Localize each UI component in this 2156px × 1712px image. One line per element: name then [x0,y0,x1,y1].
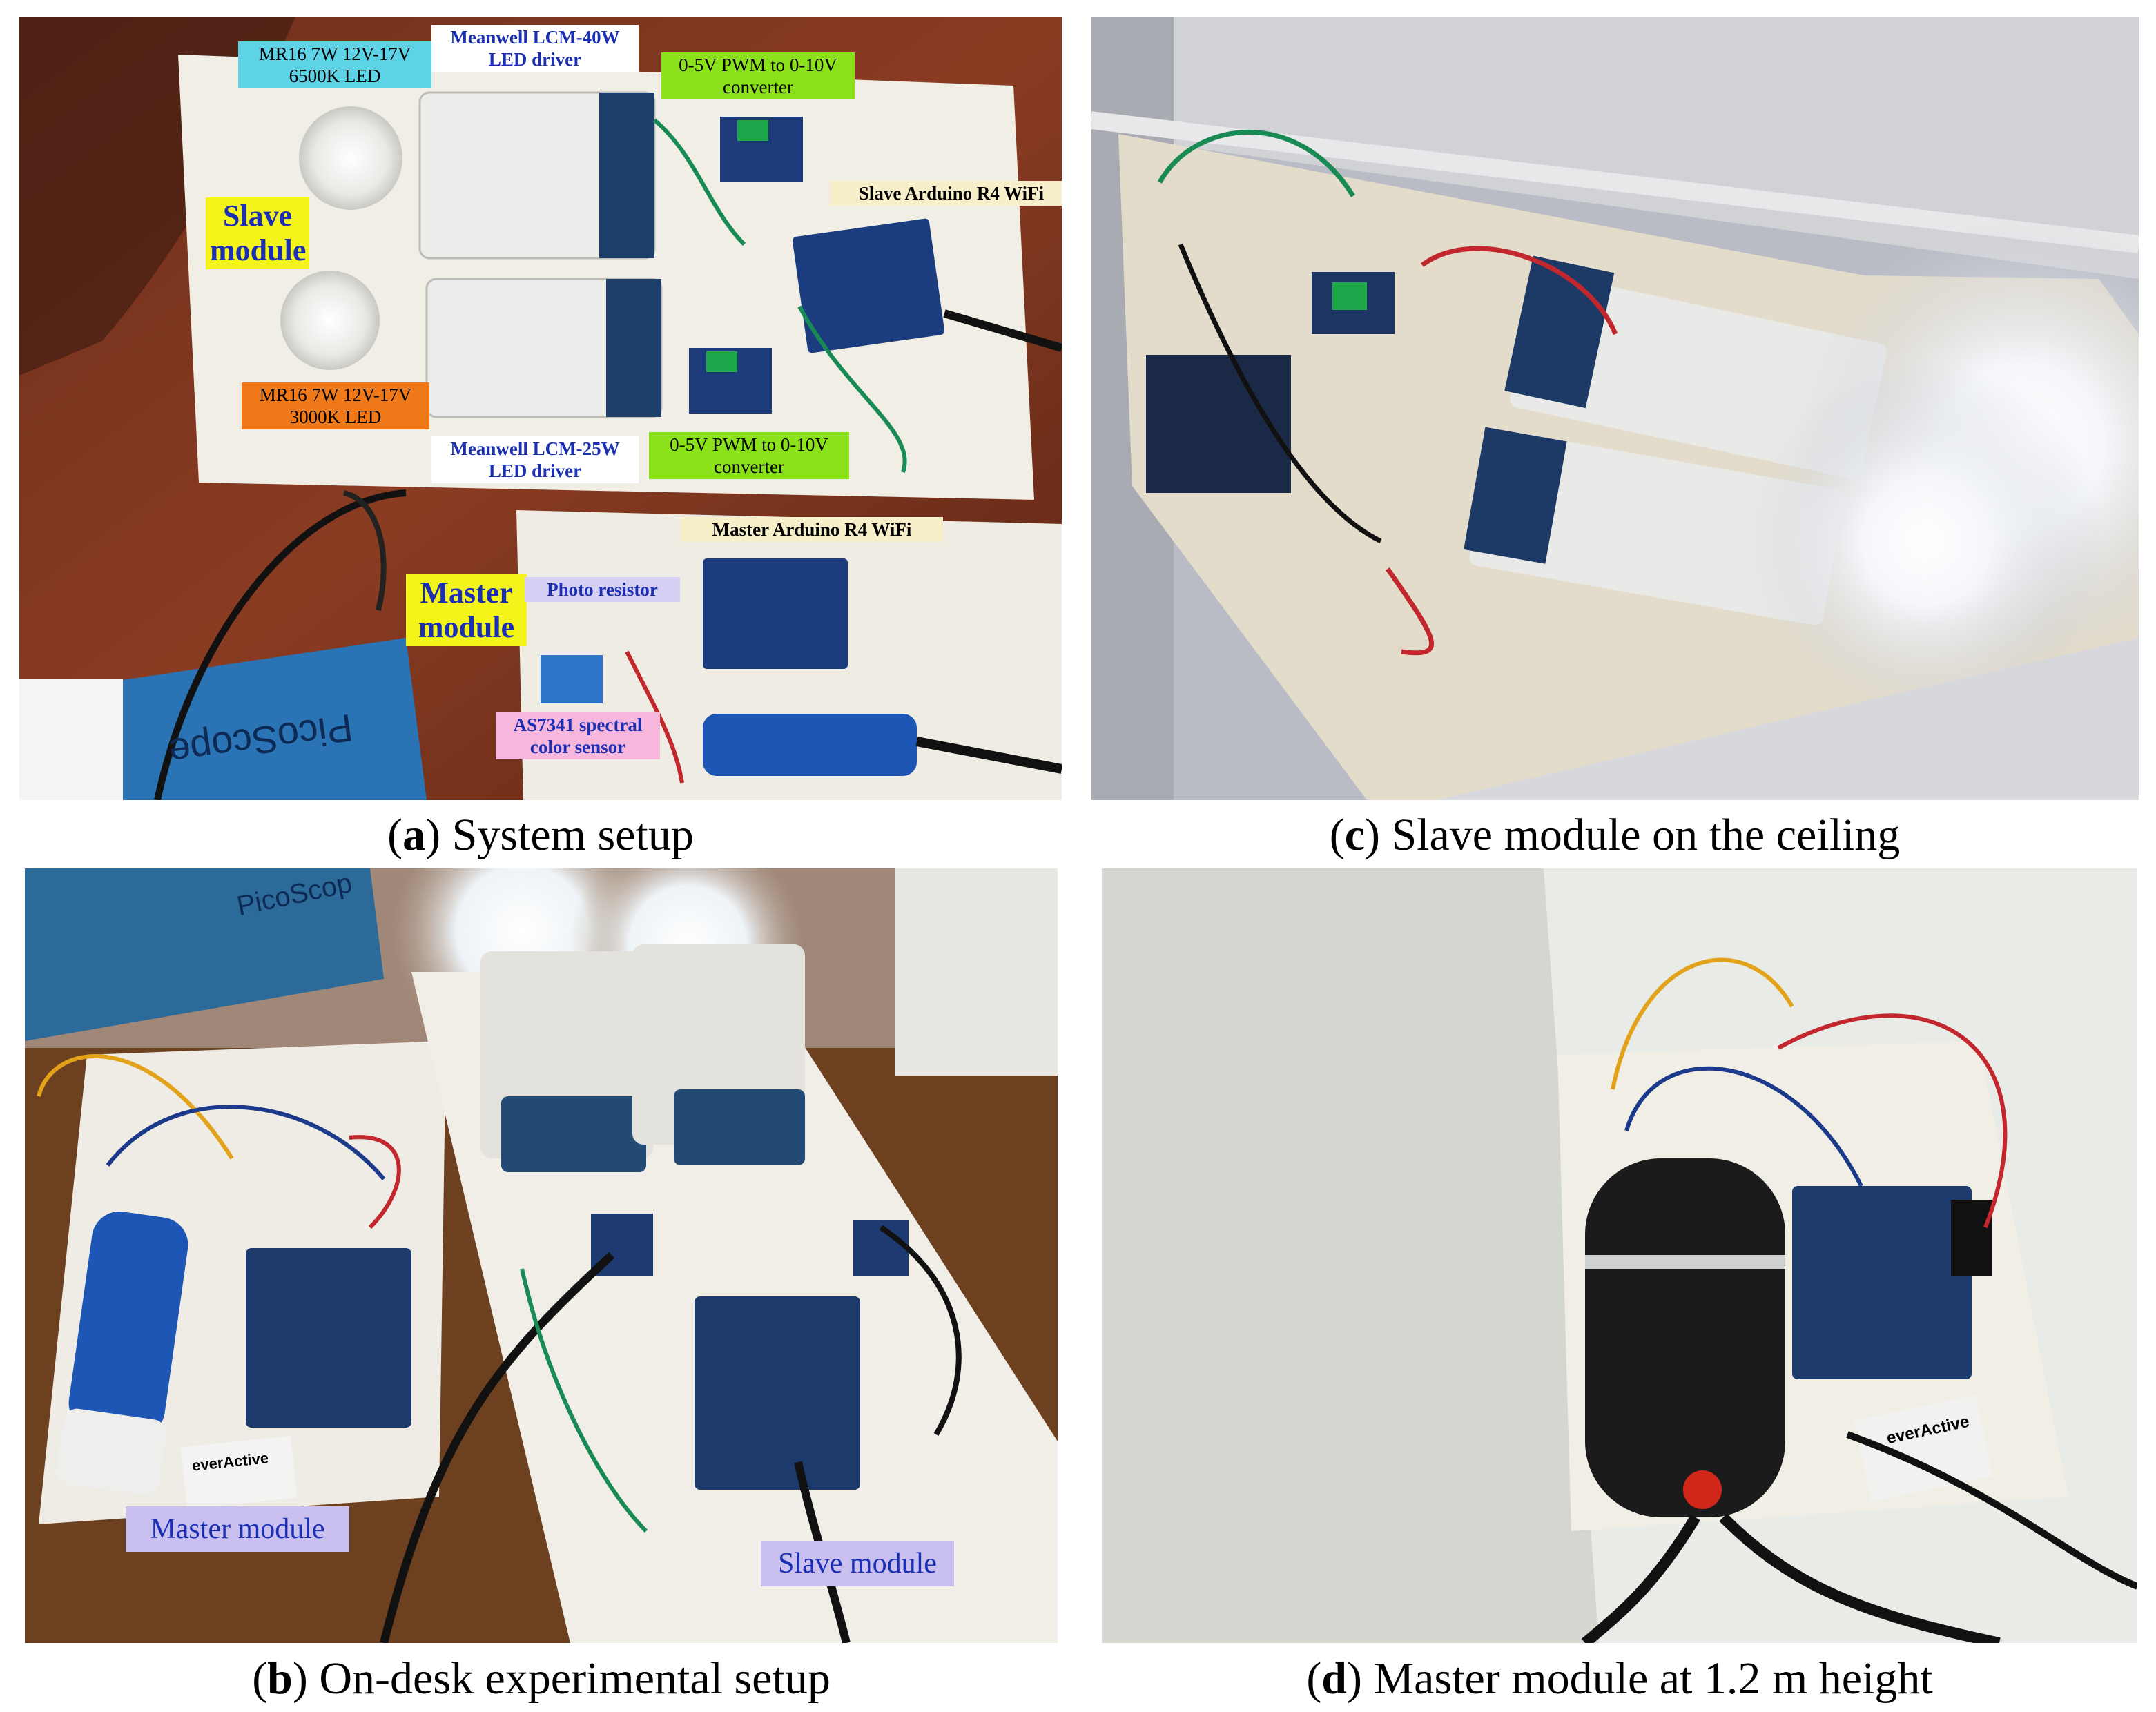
label-photo-resistor: Photo resistor [525,577,680,602]
panel-b-desk-setup: PicoScop everActive Master module Slave … [25,868,1058,1643]
system-setup-photo [19,17,1062,800]
panel-d-master-height: everActive [1102,868,2137,1643]
slave-ceiling-photo [1091,17,2139,800]
caption-c: (c) Slave module on the ceiling [1329,810,1901,860]
label-b-slave-module: Slave module [761,1541,954,1586]
label-b-master-module: Master module [126,1506,349,1552]
caption-a: (a) System setup [387,810,694,860]
label-master-arduino: Master Arduino R4 WiFi [681,517,943,542]
caption-d: (d) Master module at 1.2 m height [1306,1653,1933,1704]
caption-b: (b) On-desk experimental setup [252,1653,831,1704]
label-slave-arduino: Slave Arduino R4 WiFi [831,181,1062,206]
master-height-photo [1102,868,2137,1643]
panel-c-slave-ceiling [1091,17,2139,800]
